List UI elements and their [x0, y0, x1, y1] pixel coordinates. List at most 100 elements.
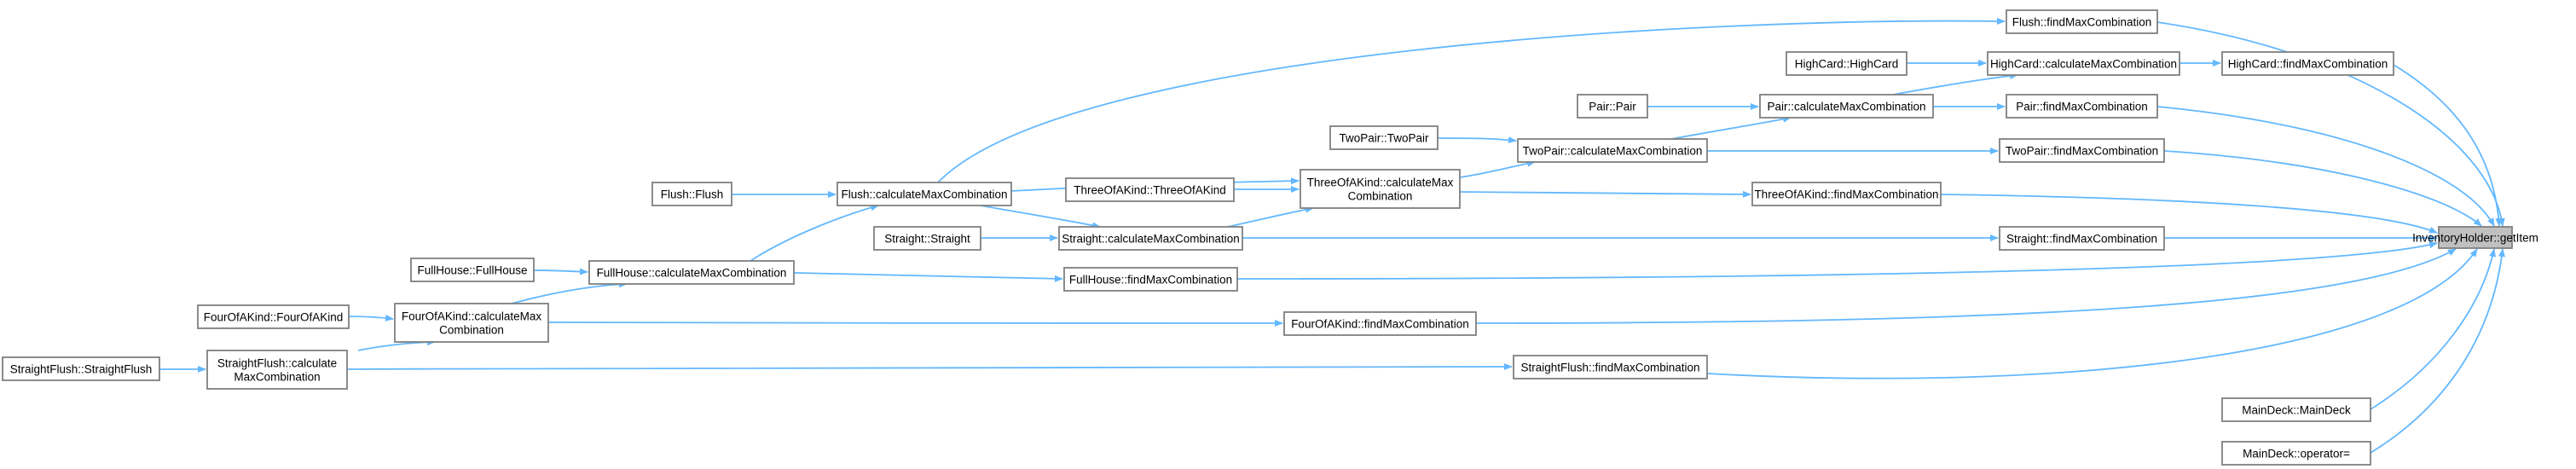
- node-pair[interactable]: Pair::Pair: [1577, 94, 1648, 119]
- edge-flushCalc-to-flushFind: [937, 17, 2006, 183]
- node-box[interactable]: [197, 304, 350, 329]
- node-fourCalc[interactable]: FourOfAKind::calculateMaxCombination: [394, 303, 549, 343]
- node-mainDeck[interactable]: MainDeck::MainDeck: [2221, 397, 2371, 422]
- node-pairCalc[interactable]: Pair::calculateMaxCombination: [1759, 94, 1934, 119]
- node-label: FullHouse::FullHouse: [417, 264, 527, 277]
- node-box[interactable]: [2006, 9, 2158, 34]
- node-box[interactable]: [2221, 51, 2394, 76]
- node-box[interactable]: [1329, 125, 1439, 150]
- node-fullCalc[interactable]: FullHouse::calculateMaxCombination: [588, 260, 795, 285]
- node-mainDeckOp[interactable]: MainDeck::operator=: [2221, 441, 2371, 466]
- edge-pairCalc-to-highCalc: [1892, 72, 2018, 96]
- node-twoPair[interactable]: TwoPair::TwoPair: [1329, 125, 1439, 150]
- node-box[interactable]: [2, 356, 160, 381]
- node-box[interactable]: [2221, 397, 2371, 422]
- node-box[interactable]: [1283, 311, 1477, 336]
- node-box[interactable]: [1300, 169, 1461, 209]
- node-label: Pair::calculateMaxCombination: [1767, 101, 1925, 113]
- node-box[interactable]: [588, 260, 795, 285]
- node-box[interactable]: [651, 182, 732, 206]
- node-label: StraightFlush::calculate: [217, 357, 337, 370]
- edge-mainDeck-to-getItem: [2370, 248, 2496, 410]
- edge-fourCalc-to-fourFind: [547, 319, 1283, 327]
- node-straightCalc[interactable]: Straight::calculateMaxCombination: [1058, 226, 1243, 251]
- node-label: FullHouse::calculateMaxCombination: [597, 267, 787, 280]
- node-flush[interactable]: Flush::Flush: [651, 182, 732, 206]
- node-twoPairFind[interactable]: TwoPair::findMaxCombination: [1999, 138, 2165, 163]
- node-box[interactable]: [410, 258, 535, 282]
- node-getItem[interactable]: InventoryHolder::getItem: [2412, 226, 2538, 249]
- node-box[interactable]: [1759, 94, 1934, 119]
- edge-sfCalc-to-fourCalc: [357, 339, 436, 351]
- node-twoPairCalc[interactable]: TwoPair::calculateMaxCombination: [1517, 138, 1708, 163]
- node-label: StraightFlush::StraightFlush: [10, 363, 153, 376]
- node-highCalc[interactable]: HighCard::calculateMaxCombination: [1987, 51, 2180, 76]
- node-sf[interactable]: StraightFlush::StraightFlush: [2, 356, 160, 381]
- node-box[interactable]: [1999, 226, 2165, 251]
- node-sfFind[interactable]: StraightFlush::findMaxCombination: [1513, 355, 1708, 379]
- edge-threeFind-to-getItem: [1940, 194, 2438, 234]
- edge-flushFind-to-getItem: [2156, 21, 2505, 227]
- node-straight[interactable]: Straight::Straight: [873, 226, 981, 251]
- edge-flushCalc-to-straightCalc: [980, 205, 1101, 229]
- node-box[interactable]: [836, 182, 1012, 206]
- node-straightFind[interactable]: Straight::findMaxCombination: [1999, 226, 2165, 251]
- node-fullFind[interactable]: FullHouse::findMaxCombination: [1063, 267, 1238, 292]
- node-label: ThreeOfAKind::ThreeOfAKind: [1074, 184, 1226, 197]
- node-box[interactable]: [1513, 355, 1708, 379]
- node-fourFind[interactable]: FourOfAKind::findMaxCombination: [1283, 311, 1477, 336]
- node-box[interactable]: [1577, 94, 1648, 119]
- node-box[interactable]: [1751, 182, 1942, 206]
- node-box[interactable]: [1065, 177, 1235, 202]
- node-label: MainDeck::operator=: [2243, 448, 2350, 460]
- node-label: MainDeck::MainDeck: [2242, 404, 2351, 417]
- node-box[interactable]: [1058, 226, 1243, 251]
- edge-four-to-fourCalc: [348, 314, 394, 321]
- node-label: ThreeOfAKind::calculateMax: [1307, 177, 1454, 189]
- node-threeCalc[interactable]: ThreeOfAKind::calculateMaxCombination: [1300, 169, 1461, 209]
- node-four[interactable]: FourOfAKind::FourOfAKind: [197, 304, 350, 329]
- edge-fullCalc-to-flushCalc: [750, 204, 879, 262]
- node-box[interactable]: [1999, 138, 2165, 163]
- edge-twoPairCalc-to-pairCalc: [1670, 115, 1792, 140]
- node-label: Pair::Pair: [1589, 101, 1636, 113]
- node-box[interactable]: [1786, 51, 1907, 76]
- node-box[interactable]: [1987, 51, 2180, 76]
- node-pairFind[interactable]: Pair::findMaxCombination: [2006, 94, 2158, 119]
- edge-twoPair-to-twoPairCalc: [1437, 136, 1517, 144]
- node-threeFind[interactable]: ThreeOfAKind::findMaxCombination: [1751, 182, 1942, 206]
- node-label: Pair::findMaxCombination: [2016, 101, 2148, 113]
- edge-twoPairFind-to-getItem: [2163, 150, 2482, 227]
- node-fullHouse[interactable]: FullHouse::FullHouse: [410, 258, 535, 282]
- node-label: MaxCombination: [234, 371, 320, 384]
- edge-fourFind-to-getItem: [1475, 248, 2457, 324]
- edge-fullFind-to-getItem: [1236, 241, 2438, 280]
- node-flushFind[interactable]: Flush::findMaxCombination: [2006, 9, 2158, 34]
- node-box[interactable]: [2438, 226, 2513, 249]
- node-box[interactable]: [873, 226, 981, 251]
- node-box[interactable]: [206, 350, 348, 390]
- node-label: FourOfAKind::findMaxCombination: [1291, 318, 1469, 331]
- node-box[interactable]: [1063, 267, 1238, 292]
- node-highCard[interactable]: HighCard::HighCard: [1786, 51, 1907, 76]
- node-label: Straight::Straight: [884, 233, 970, 246]
- node-label: FourOfAKind::calculateMax: [402, 310, 542, 323]
- node-box[interactable]: [394, 303, 549, 343]
- node-box[interactable]: [2006, 94, 2158, 119]
- edge-pairFind-to-getItem: [2156, 106, 2495, 227]
- node-box[interactable]: [1517, 138, 1708, 163]
- node-label: Combination: [439, 324, 504, 337]
- node-sfCalc[interactable]: StraightFlush::calculateMaxCombination: [206, 350, 348, 390]
- edge-fullCalc-to-fullFind: [793, 272, 1063, 282]
- node-box[interactable]: [2221, 441, 2371, 466]
- node-three[interactable]: ThreeOfAKind::ThreeOfAKind: [1065, 177, 1235, 202]
- node-flushCalc[interactable]: Flush::calculateMaxCombination: [836, 182, 1012, 206]
- edge-mainDeckOp-to-getItem: [2370, 248, 2505, 454]
- node-highFind[interactable]: HighCard::findMaxCombination: [2221, 51, 2394, 76]
- edge-threeCalc-to-twoPairCalc: [1459, 159, 1536, 178]
- edge-highFind-to-getItem: [2393, 64, 2503, 227]
- node-label: HighCard::HighCard: [1795, 58, 1899, 71]
- node-label: Straight::findMaxCombination: [2006, 233, 2157, 246]
- node-label: TwoPair::TwoPair: [1339, 132, 1429, 145]
